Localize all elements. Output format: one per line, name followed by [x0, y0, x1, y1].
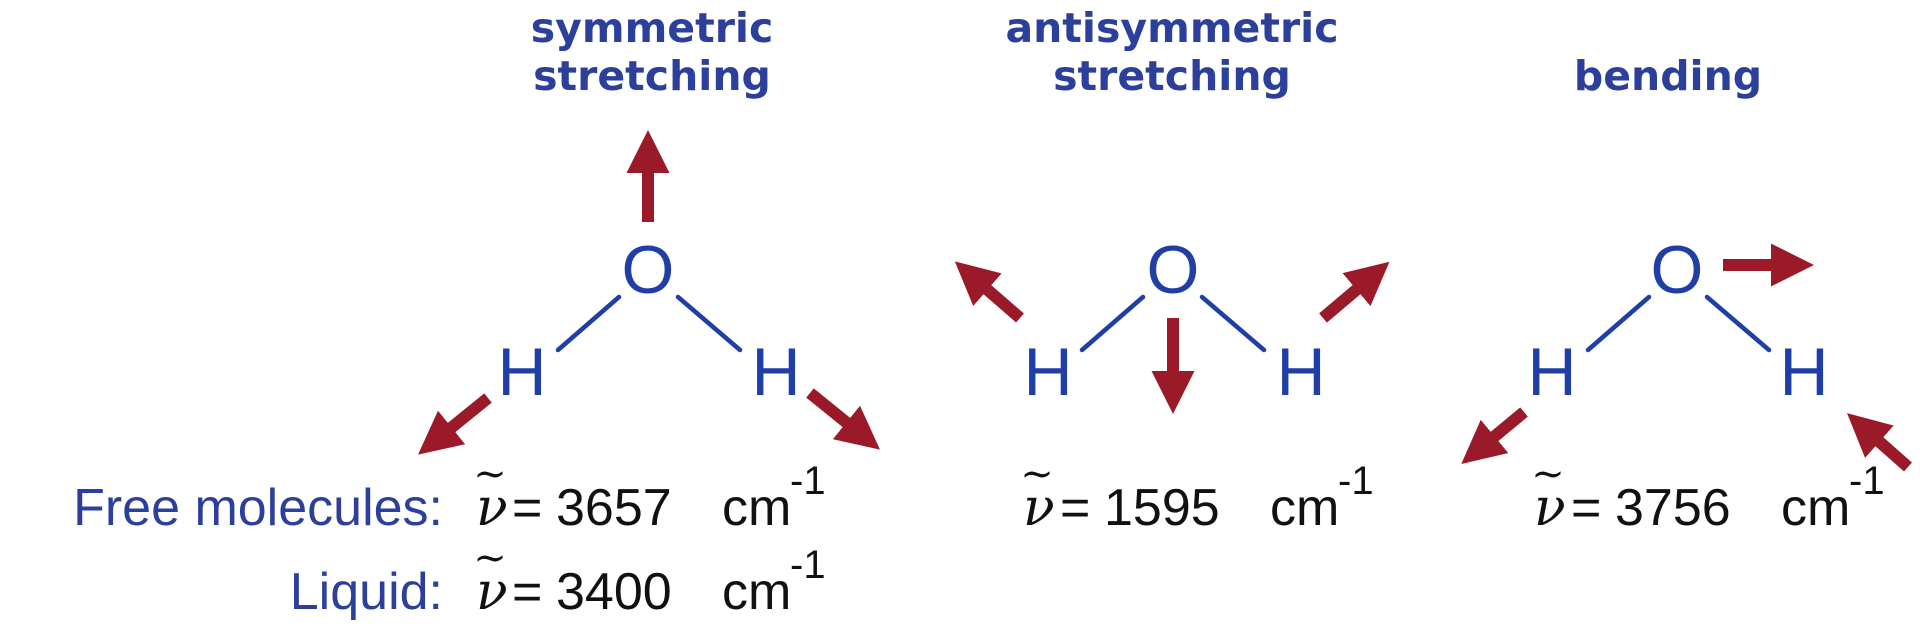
frequency-value: 3756	[1615, 479, 1731, 537]
frequency-exponent: -1	[790, 459, 826, 503]
frequency-liquid-symmetric: ~ ν = 3400 cm -1	[473, 535, 825, 622]
bond-left	[1079, 294, 1146, 353]
oxygen-atom: O	[622, 232, 675, 308]
frequency-exponent: -1	[1849, 459, 1885, 503]
displacement-arrow-h-left	[418, 393, 492, 455]
mode-title-line1: symmetric	[531, 4, 774, 52]
wavenumber-symbol: ν	[1023, 478, 1055, 538]
hydrogen-atom-left: H	[1023, 334, 1072, 410]
hydrogen-atom-right: H	[1779, 334, 1828, 410]
frequency-value: 3657	[556, 479, 672, 537]
mode-bending: bending O H H	[1461, 52, 1912, 472]
hydrogen-atom-left: H	[1527, 334, 1576, 410]
free-molecules-label: Free molecules:	[73, 479, 443, 537]
displacement-arrow-h-right	[1319, 261, 1390, 323]
hydrogen-atom-right: H	[1276, 334, 1325, 410]
wavenumber-symbol: ν	[476, 562, 508, 622]
frequency-free-bending: ~ ν = 3756 cm -1	[1531, 451, 1884, 538]
tilde-mark: ~	[473, 535, 507, 581]
frequency-exponent: -1	[1338, 459, 1374, 503]
mode-title-line1: antisymmetric	[1005, 4, 1338, 52]
displacement-arrow-h-right	[1847, 413, 1912, 472]
equals-sign: =	[1060, 479, 1090, 537]
tilde-mark: ~	[1020, 451, 1054, 497]
oxygen-atom: O	[1147, 232, 1200, 308]
frequency-value: 3400	[556, 563, 672, 621]
wavenumber-symbol: ν	[1534, 478, 1566, 538]
bond-right	[675, 294, 743, 353]
frequency-unit: cm	[1781, 479, 1850, 537]
mode-title-line2: stretching	[533, 52, 771, 100]
displacement-arrow-h-right	[806, 388, 880, 450]
frequency-exponent: -1	[790, 543, 826, 587]
bond-left	[555, 294, 622, 353]
equals-sign: =	[512, 563, 542, 621]
displacement-arrow-h-left	[954, 261, 1024, 323]
mode-title-line2: bending	[1574, 52, 1762, 100]
wavenumber-symbol: ν	[476, 478, 508, 538]
displacement-arrow-h-left	[1461, 407, 1528, 464]
bond-right	[1199, 294, 1267, 353]
bond-right	[1704, 294, 1772, 353]
mode-title-line2: stretching	[1053, 52, 1291, 100]
hydrogen-atom-right: H	[751, 334, 800, 410]
tilde-mark: ~	[473, 451, 507, 497]
liquid-label: Liquid:	[290, 563, 443, 621]
frequency-free-symmetric: ~ ν = 3657 cm -1	[473, 451, 825, 538]
frequency-unit: cm	[722, 563, 791, 621]
frequency-unit: cm	[722, 479, 791, 537]
mode-symmetric-stretching: symmetric stretching O H H	[418, 4, 880, 455]
frequency-unit: cm	[1270, 479, 1339, 537]
frequency-free-antisymmetric: ~ ν = 1595 cm -1	[1020, 451, 1373, 538]
bond-left	[1585, 294, 1652, 353]
tilde-mark: ~	[1531, 451, 1565, 497]
equals-sign: =	[1571, 479, 1601, 537]
mode-antisymmetric-stretching: antisymmetric stretching O H H	[954, 4, 1390, 414]
oxygen-atom: O	[1651, 232, 1704, 308]
frequency-value: 1595	[1104, 479, 1220, 537]
hydrogen-atom-left: H	[497, 334, 546, 410]
equals-sign: =	[512, 479, 542, 537]
